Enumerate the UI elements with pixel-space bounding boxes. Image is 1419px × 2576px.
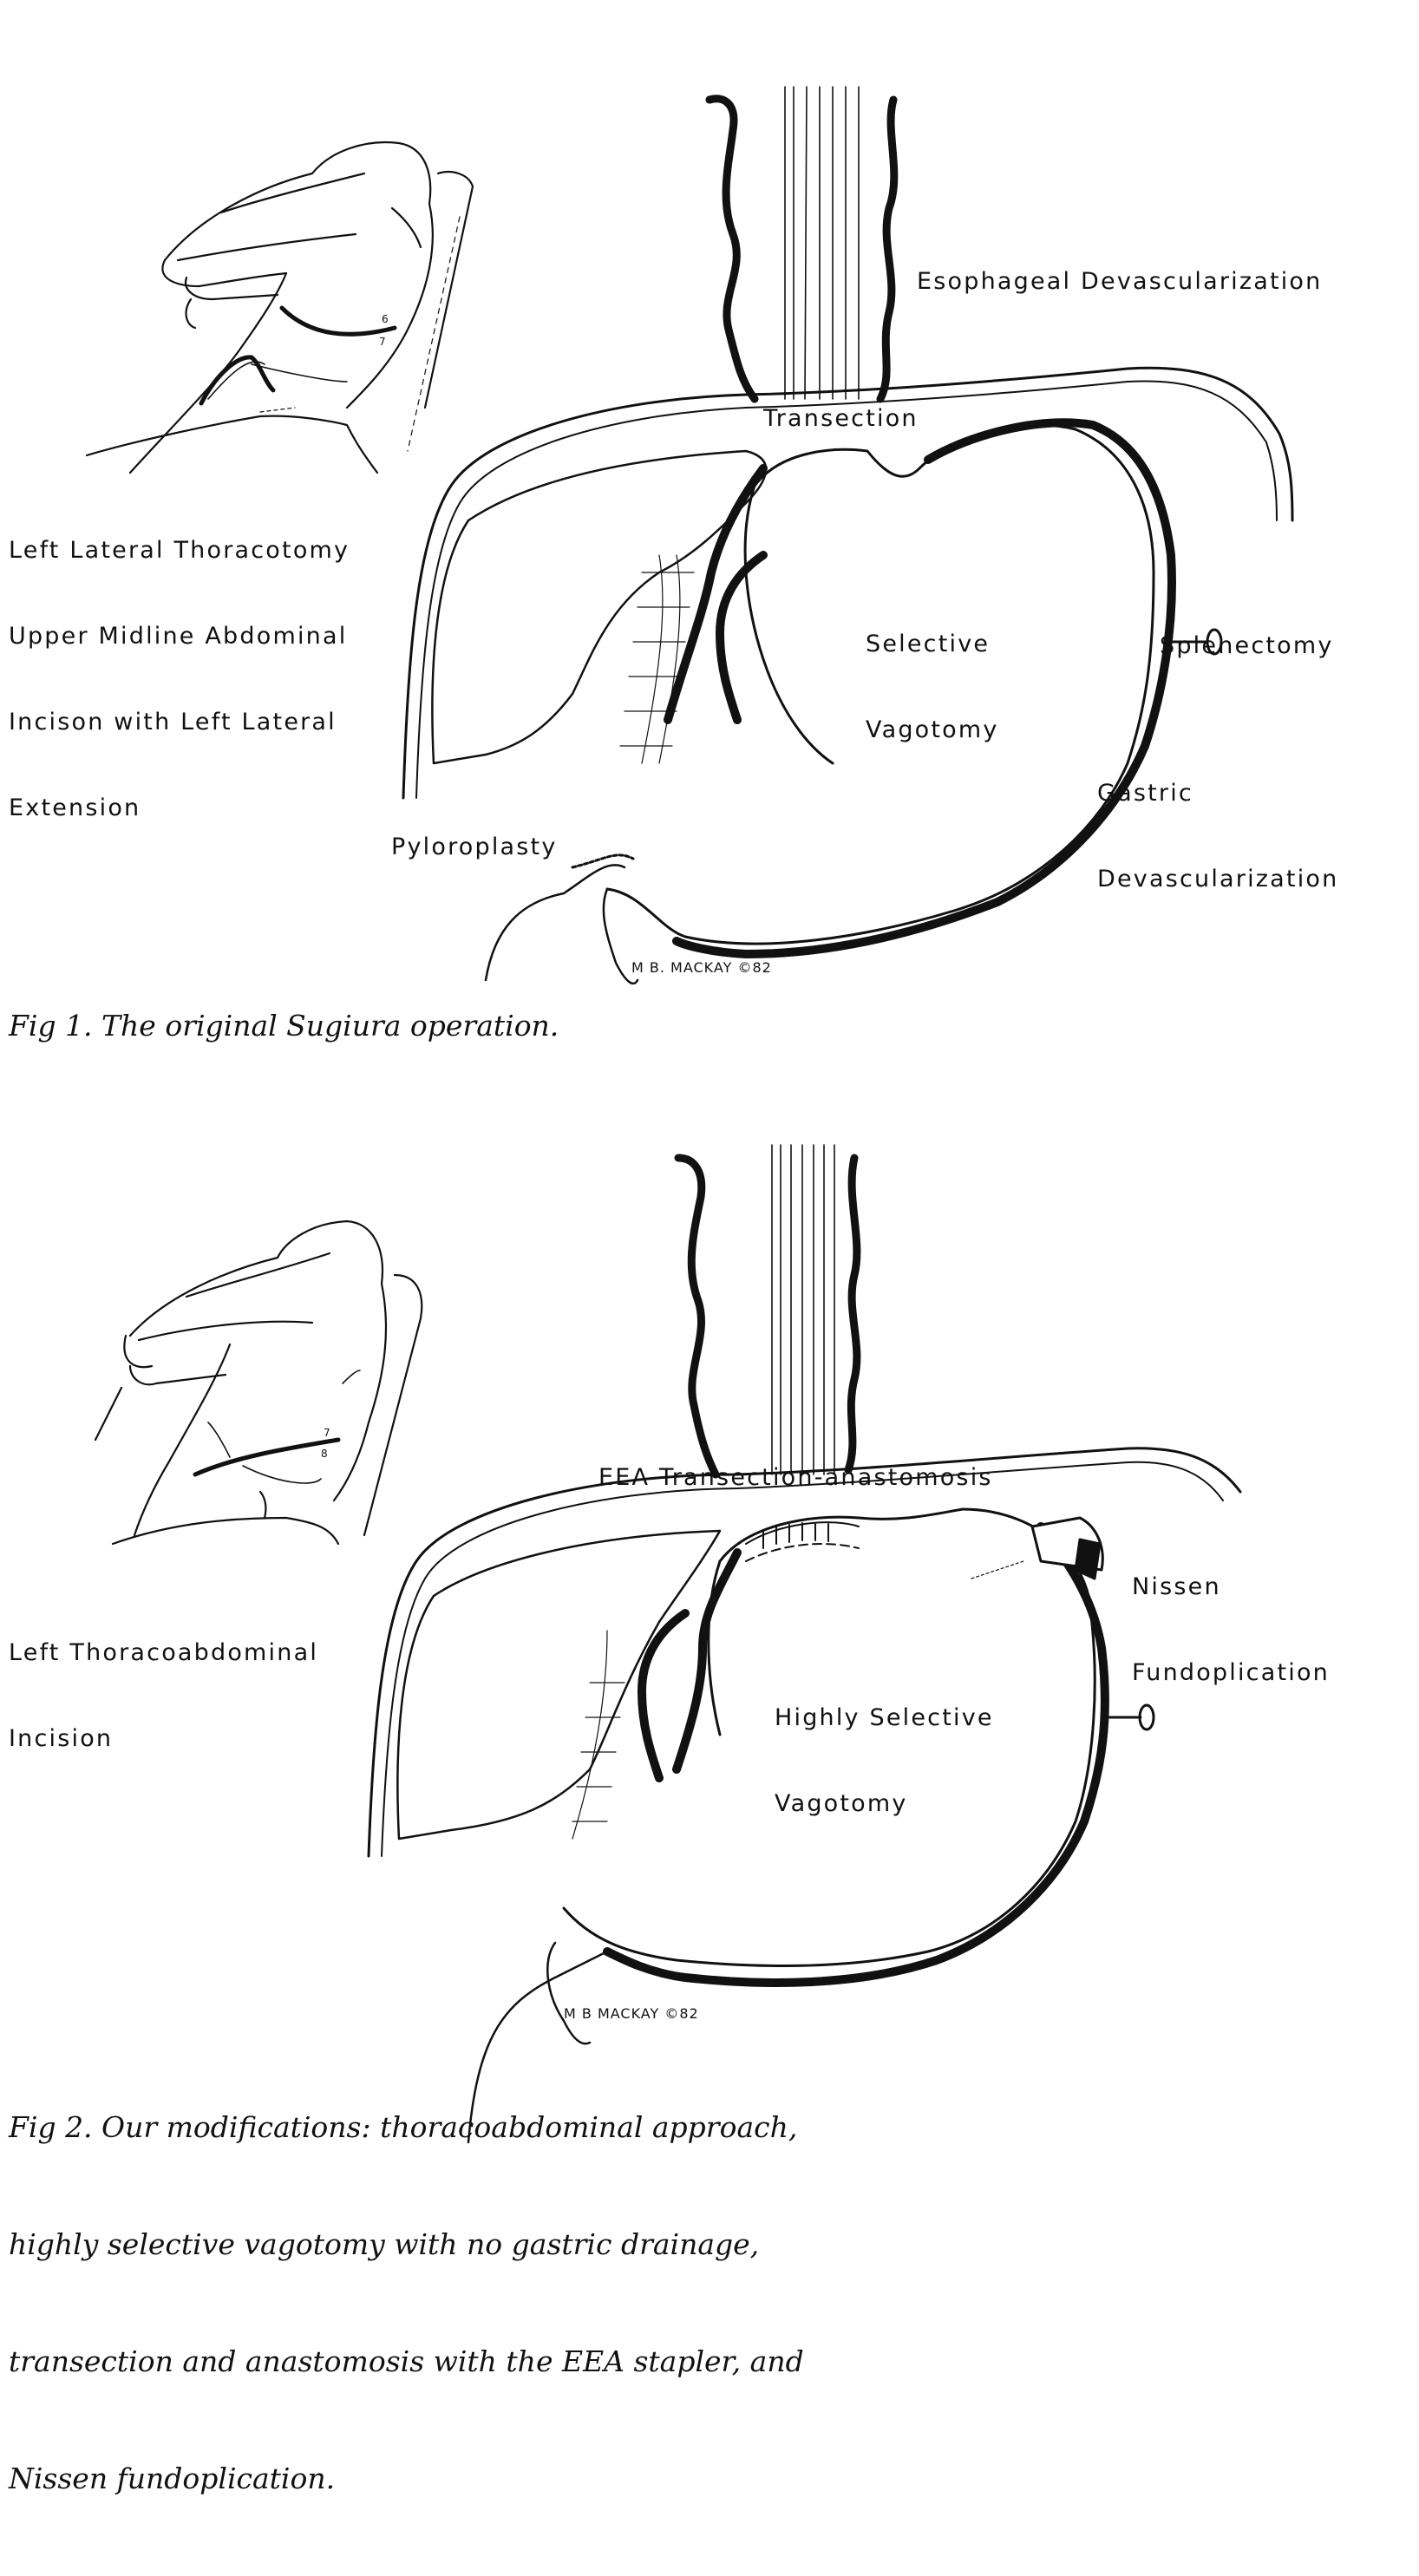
approach-label-line: Incison with Left Lateral <box>9 709 337 736</box>
caption-line: highly selective vagotomy with no gastri… <box>9 2227 760 2261</box>
label-line: Gastric <box>1097 780 1193 807</box>
figure-1: 6 7 <box>0 0 1419 1076</box>
patient-position-sketch <box>85 141 474 474</box>
label-line: Vagotomy <box>775 1790 908 1817</box>
rib-number-7: 7 <box>324 1427 330 1439</box>
splenic-vessel-stub <box>1165 628 1223 656</box>
patient-position-sketch <box>94 1219 423 1546</box>
esophageal-devascularization-label: Esophageal Devascularization <box>917 268 1323 295</box>
artist-signature: M B MACKAY ©82 <box>564 2005 699 2022</box>
label-line: Nissen <box>1132 1573 1221 1600</box>
approach-label: Left Thoracoabdominal Incision <box>9 1581 318 1810</box>
splenectomy-label: Splenectomy <box>1160 632 1334 659</box>
azygos-hatching <box>572 1630 625 1840</box>
figure-1-caption: Fig 1. The original Sugiura operation. <box>9 1009 559 1043</box>
approach-label-line: Upper Midline Abdominal <box>9 623 348 650</box>
figure-2-illustration: 7 8 <box>94 1144 1242 2144</box>
label-line: Devascularization <box>1097 866 1339 892</box>
approach-label-line: Left Lateral Thoracotomy <box>9 537 350 564</box>
caption-line: Nissen fundoplication. <box>9 2462 336 2495</box>
esophagus <box>784 86 860 400</box>
figure-1-illustration: 6 7 <box>85 86 1294 985</box>
transection-label: Transection <box>763 405 919 432</box>
label-line: Highly Selective <box>775 1704 994 1731</box>
highly-selective-vagotomy-label: Highly Selective Vagotomy <box>775 1646 994 1875</box>
approach-label-line: Extension <box>9 794 141 821</box>
esophageal-varices <box>705 95 899 403</box>
approach-label-line: Incision <box>9 1725 114 1752</box>
duodenum-outline <box>467 1941 609 2144</box>
caption-line: transection and anastomosis with the EEA… <box>9 2344 804 2378</box>
nissen-wrap <box>971 1516 1104 1580</box>
duodenum-outline <box>484 853 639 985</box>
stomach-outline <box>562 1507 1096 1968</box>
gastric-devascularization-label: Gastric Devascularization <box>1097 722 1338 951</box>
diaphragm-outline <box>402 366 1294 800</box>
gastric-vessels <box>603 1522 1109 1987</box>
liver-outline <box>396 1529 722 1840</box>
approach-label-line: Left Thoracoabdominal <box>9 1639 319 1666</box>
esophagus <box>771 1144 835 1475</box>
pyloroplasty-label: Pyloroplasty <box>391 834 558 860</box>
splenic-vessel-stub <box>1100 1703 1155 1731</box>
eea-transection-anastomosis-label: EEA Transection-anastomosis <box>598 1464 993 1491</box>
rib-number-7: 7 <box>379 336 386 348</box>
caption-line: Fig 2. Our modifications: thoracoabdomin… <box>9 2110 798 2144</box>
label-line: Selective <box>866 631 991 657</box>
rib-number-6: 6 <box>382 313 389 325</box>
label-line: Vagotomy <box>866 716 999 743</box>
figure-2: 7 8 <box>0 1076 1419 2495</box>
eea-anastomosis-ring <box>745 1521 860 1562</box>
stomach-outline <box>605 423 1155 945</box>
figure-2-caption: Fig 2. Our modifications: thoracoabdomin… <box>9 2030 804 2576</box>
selective-vagotomy-label: Selective Vagotomy <box>866 572 999 801</box>
rib-number-8: 8 <box>321 1448 328 1460</box>
azygos-hatching <box>619 554 695 764</box>
gastric-vessels <box>664 418 1176 958</box>
artist-signature: M B. MACKAY ©82 <box>631 959 772 976</box>
approach-label: Left Lateral Thoracotomy Upper Midline A… <box>9 479 350 879</box>
nissen-fundoplication-label: Nissen Fundoplication <box>1132 1515 1330 1744</box>
label-line: Fundoplication <box>1132 1659 1330 1686</box>
liver-outline <box>431 449 768 765</box>
esophageal-varices <box>674 1154 861 1479</box>
diaphragm-outline <box>367 1447 1242 1858</box>
